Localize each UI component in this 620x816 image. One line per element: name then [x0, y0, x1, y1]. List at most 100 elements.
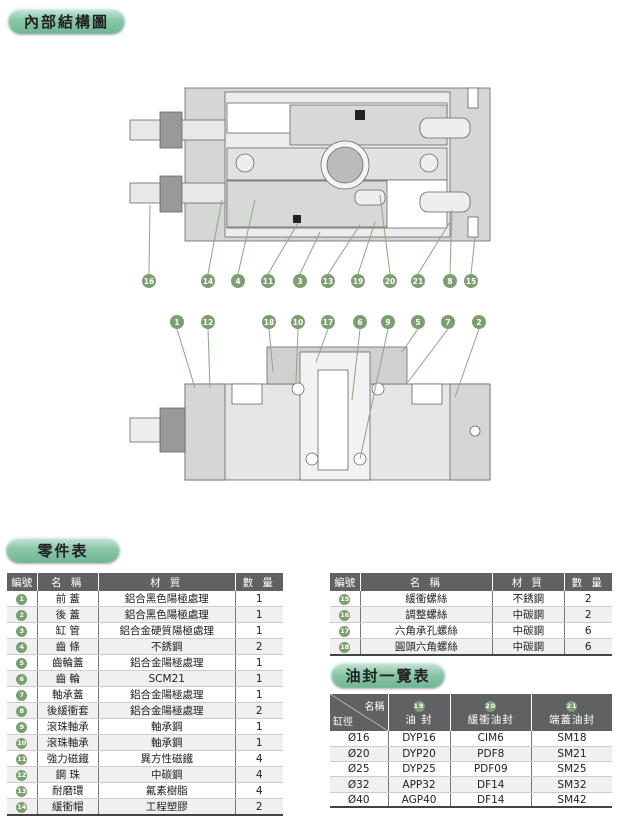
part-number-cell: 9: [7, 718, 37, 735]
seal-model-cell: APP32: [387, 776, 451, 793]
column-header: 數 量: [563, 573, 612, 591]
callout-badge: 16: [142, 274, 156, 288]
bore-cell: Ø25: [330, 761, 388, 778]
column-header: 材 質: [492, 573, 564, 591]
part-name-cell: 齒 條: [36, 638, 99, 655]
part-material-cell: 鋁合金陽極處理: [97, 702, 235, 719]
seal-model-cell: SM18: [530, 731, 612, 747]
part-name-cell: 軸承蓋: [36, 686, 99, 703]
part-number-cell: 18: [330, 638, 360, 656]
part-name-cell: 滾珠軸承: [36, 718, 99, 735]
callout-badge: 18: [262, 315, 276, 329]
part-name-cell: 緩衝螺絲: [359, 591, 493, 607]
part-number-badge: 12: [16, 770, 28, 781]
part-number-cell: 1: [7, 591, 37, 607]
part-number-badge: 4: [16, 642, 28, 653]
part-number-badge: 15: [339, 594, 351, 605]
part-material-cell: 氟素樹脂: [97, 782, 235, 799]
part-name-cell: 六角承孔螺絲: [359, 622, 493, 639]
column-header: 名 稱: [359, 573, 493, 591]
part-qty-cell: 4: [234, 766, 283, 783]
part-number-badge: 7: [16, 690, 28, 701]
callout-badge: 6: [353, 315, 367, 329]
callout-badge: 13: [321, 274, 335, 288]
part-number-cell: 2: [7, 606, 37, 623]
part-number-badge: 13: [16, 786, 28, 797]
part-qty-cell: 2: [234, 638, 283, 655]
seal-model-cell: DYP25: [387, 761, 451, 778]
part-qty-cell: 2: [234, 702, 283, 719]
part-number-badge: 8: [16, 706, 28, 717]
part-material-cell: 軸承鋼: [97, 718, 235, 735]
callout-badge: 12: [201, 315, 215, 329]
part-qty-cell: 1: [234, 670, 283, 687]
part-number-badge: 1: [16, 594, 28, 605]
seal-model-cell: AGP40: [387, 792, 451, 808]
callout-badge: 21: [411, 274, 425, 288]
seal-number-badge: 20: [485, 700, 497, 712]
part-name-cell: 鋼 珠: [36, 766, 99, 783]
seal-column-label: 油 封: [405, 713, 433, 726]
part-name-cell: 滾珠軸承: [36, 734, 99, 751]
part-number-cell: 5: [7, 654, 37, 671]
part-number-badge: 9: [16, 722, 28, 733]
part-qty-cell: 1: [234, 591, 283, 607]
part-name-cell: 缸 管: [36, 622, 99, 639]
seal-model-cell: CIM6: [449, 731, 532, 747]
seal-corner-header: 名稱 缸徑: [330, 694, 388, 731]
seal-model-cell: SM42: [530, 792, 612, 808]
part-material-cell: 鋁合金陽極處理: [97, 654, 235, 671]
part-qty-cell: 2: [563, 606, 612, 623]
part-qty-cell: 1: [234, 622, 283, 639]
callout-badge: 19: [351, 274, 365, 288]
bore-cell: Ø20: [330, 746, 388, 763]
seal-model-cell: SM25: [530, 761, 612, 778]
part-material-cell: 中碳鋼: [492, 606, 564, 623]
part-number-badge: 10: [16, 738, 28, 749]
part-name-cell: 前 蓋: [36, 591, 99, 607]
part-material-cell: 中碳鋼: [97, 766, 235, 783]
bore-cell: Ø16: [330, 731, 388, 747]
seal-model-cell: PDF8: [449, 746, 532, 763]
seal-model-cell: PDF09: [449, 761, 532, 778]
seal-number-badge: 21: [566, 700, 578, 712]
part-number-cell: 7: [7, 686, 37, 703]
part-qty-cell: 1: [234, 718, 283, 735]
part-material-cell: 不銹鋼: [492, 591, 564, 607]
part-number-cell: 10: [7, 734, 37, 751]
part-number-badge: 14: [16, 802, 28, 813]
callout-badge: 11: [261, 274, 275, 288]
part-number-cell: 17: [330, 622, 360, 639]
part-number-cell: 6: [7, 670, 37, 687]
part-name-cell: 緩衝帽: [36, 798, 99, 816]
callout-badge: 10: [291, 315, 305, 329]
part-qty-cell: 2: [234, 798, 283, 816]
part-name-cell: 後緩衝套: [36, 702, 99, 719]
column-header: 編號: [330, 573, 360, 591]
section-title-parts: 零件表: [6, 537, 120, 563]
seal-column-label: 緩衝油封: [467, 713, 514, 726]
seal-model-cell: DYP16: [387, 731, 451, 747]
part-number-cell: 13: [7, 782, 37, 799]
part-qty-cell: 4: [234, 750, 283, 767]
part-number-badge: 17: [339, 626, 351, 637]
part-qty-cell: 2: [563, 591, 612, 607]
